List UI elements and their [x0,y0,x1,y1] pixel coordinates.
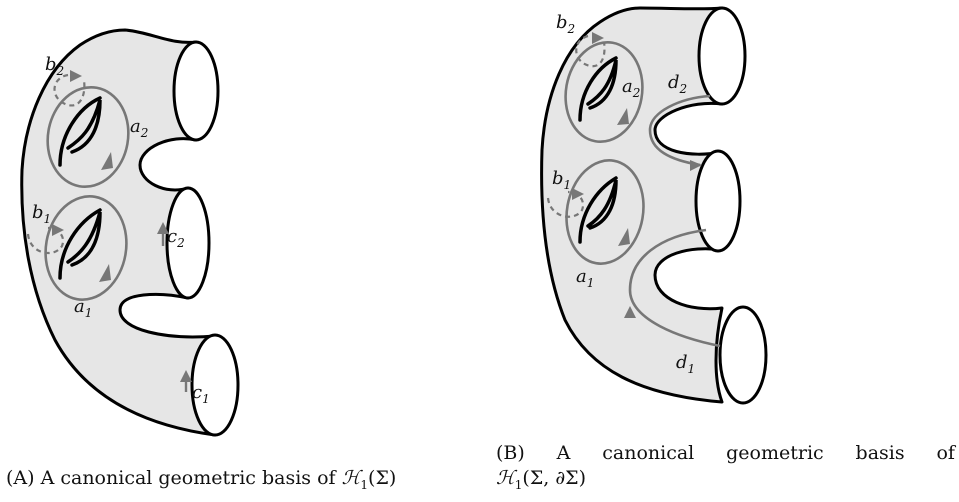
caption-b-word: of [936,442,955,464]
panel-b-arrow-d1 [624,306,636,318]
caption-b-math: ℋ1(Σ, ∂Σ) [496,467,587,492]
panel-a-label-b2: b2 [45,54,64,78]
panel-b-curve-d1 [628,228,721,348]
panel-b-boundary-bottom [718,305,768,405]
panel-a-label-c1: c1 [192,382,210,406]
panel-b-label-a1: a1 [576,266,594,290]
caption-b-line-1: (B) A canonical geometric basis of [496,441,955,466]
panel-a-curve-a2 [46,85,130,189]
panel-b-arrow-b1 [572,188,584,200]
panel-a-arrow-b1 [52,224,64,236]
panel-b-label-b1: b1 [552,168,571,192]
panel-a-boundary-bottom [190,333,240,437]
panel-b-arrow-a1 [618,228,630,246]
caption-a-tag: (A) [6,467,35,489]
panel-a-arrow-b2 [70,70,82,82]
figure-canvas: b2 a2 b1 c2 a1 c1 b2 a2 [20,6,768,437]
panel-a-curve-a1 [44,195,128,301]
panel-a-boundary-top [172,40,220,142]
caption-b-word: basis [855,442,905,464]
panel-b-arrow-a2 [617,108,629,125]
panel-b-arrow-d2 [690,160,702,171]
panel-a-label-a1: a1 [74,296,92,320]
caption-b-word: canonical [602,442,695,464]
panel-a-handle-upper [58,96,102,167]
caption-panel-b: (B) A canonical geometric basis of ℋ1(Σ,… [496,441,955,498]
panel-b-handle-lower [578,176,618,244]
panel-b-boundary-top [697,6,747,106]
panel-a-arrow-a1 [99,264,111,282]
panel-b-label-b2: b2 [556,12,575,36]
caption-a-math: ℋ1(Σ) [341,467,397,492]
panel-b-boundary-middle [694,149,742,253]
panel-b-curve-d2 [648,94,711,167]
panel-a-diagram: b2 a2 b1 c2 a1 c1 [20,28,240,437]
panel-b-diagram: b2 a2 d2 b1 a1 d1 [540,6,768,405]
panel-a-label-b1: b1 [32,202,51,226]
panel-b-handle-upper [578,56,618,122]
panel-b-label-a2: a2 [622,76,640,100]
panel-b-curve-b2 [575,34,606,68]
caption-b-tag: (B) [496,442,525,464]
caption-b-word: A [556,442,571,464]
panel-a-arrow-c2 [157,222,169,234]
panel-a-label-a2: a2 [130,116,148,140]
panel-b-curve-a1 [565,159,645,265]
panel-b-arrow-b2 [592,32,604,44]
panel-b-curve-a2 [564,41,644,143]
panel-a-surface [20,28,217,437]
caption-panel-a: (A) A canonical geometric basis of ℋ1(Σ) [6,466,396,498]
caption-b-word: geometric [726,442,824,464]
panel-a-arrow-a2 [101,152,113,170]
caption-a-text: A canonical geometric basis of [40,467,336,489]
panel-a-curve-b2 [53,73,86,107]
panel-b-label-d1: d1 [676,352,695,376]
panel-a-handle-lower [58,208,102,280]
panel-a-boundary-middle [165,186,211,300]
panel-a-label-c2: c2 [167,226,185,250]
panel-a-arrow-c1 [180,370,192,382]
panel-b-label-d2: d2 [668,72,687,96]
